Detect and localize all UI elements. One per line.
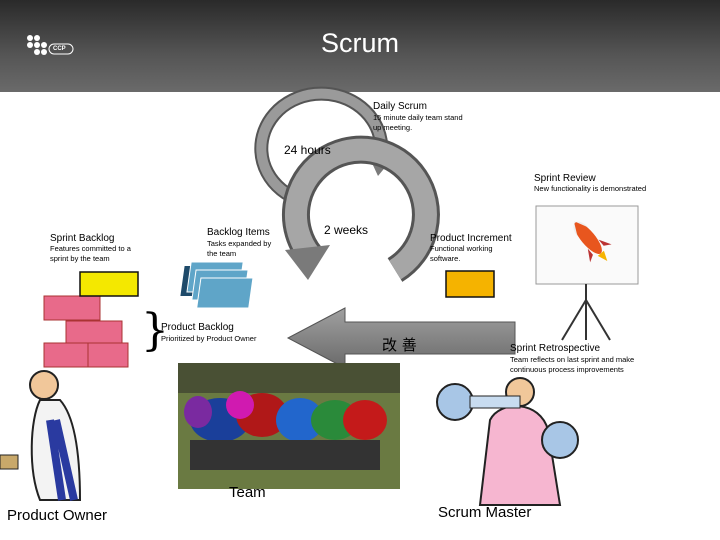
team-label: Team [229,484,266,501]
backlog-items-desc: Tasks expanded by the team [207,239,272,258]
brace-icon: } [141,305,169,356]
sprint-backlog-bricks-icon [43,271,139,368]
logo-text: CCP [53,46,66,52]
cycle-24h-label: 24 hours [284,143,331,157]
sprint-cycle-arrow-icon [282,135,440,282]
backlog-items-title: Backlog Items [207,227,270,238]
sprint-review-desc: New functionality is demonstrated [534,184,647,193]
scrum-master-figure-icon [436,377,579,506]
kaizen-label: 改 善 [382,336,417,354]
task-stack-icon [180,261,254,309]
product-owner-figure-icon [0,370,82,501]
ccp-logo-icon [27,35,74,55]
product-increment-box [445,270,495,298]
daily-scrum-desc: 15 minute daily team stand up meeting. [373,113,463,132]
rocket-icon [573,221,612,263]
daily-scrum-title: Daily Scrum [373,101,427,112]
sprint-backlog-desc: Features committed to a sprint by the te… [50,244,131,263]
product-owner-label: Product Owner [7,507,108,524]
sprint-review-title: Sprint Review [534,173,596,184]
sprint-retrospective-desc: Team reflects on last sprint and make co… [510,355,635,374]
sprint-backlog-title: Sprint Backlog [50,233,115,244]
product-backlog-desc: Prioritized by Product Owner [161,334,257,343]
header-bar [0,0,720,92]
product-increment-desc: Functional working software. [430,244,493,263]
sprint-retrospective-title: Sprint Retrospective [510,343,601,354]
page-title: Scrum [320,28,399,58]
cycle-2w-label: 2 weeks [324,223,369,237]
product-backlog-title: Product Backlog [161,322,234,333]
product-increment-title: Product Increment [430,233,512,244]
team-photo [178,363,400,489]
scrum-master-label: Scrum Master [438,504,532,521]
presentation-screen-icon [535,205,639,341]
